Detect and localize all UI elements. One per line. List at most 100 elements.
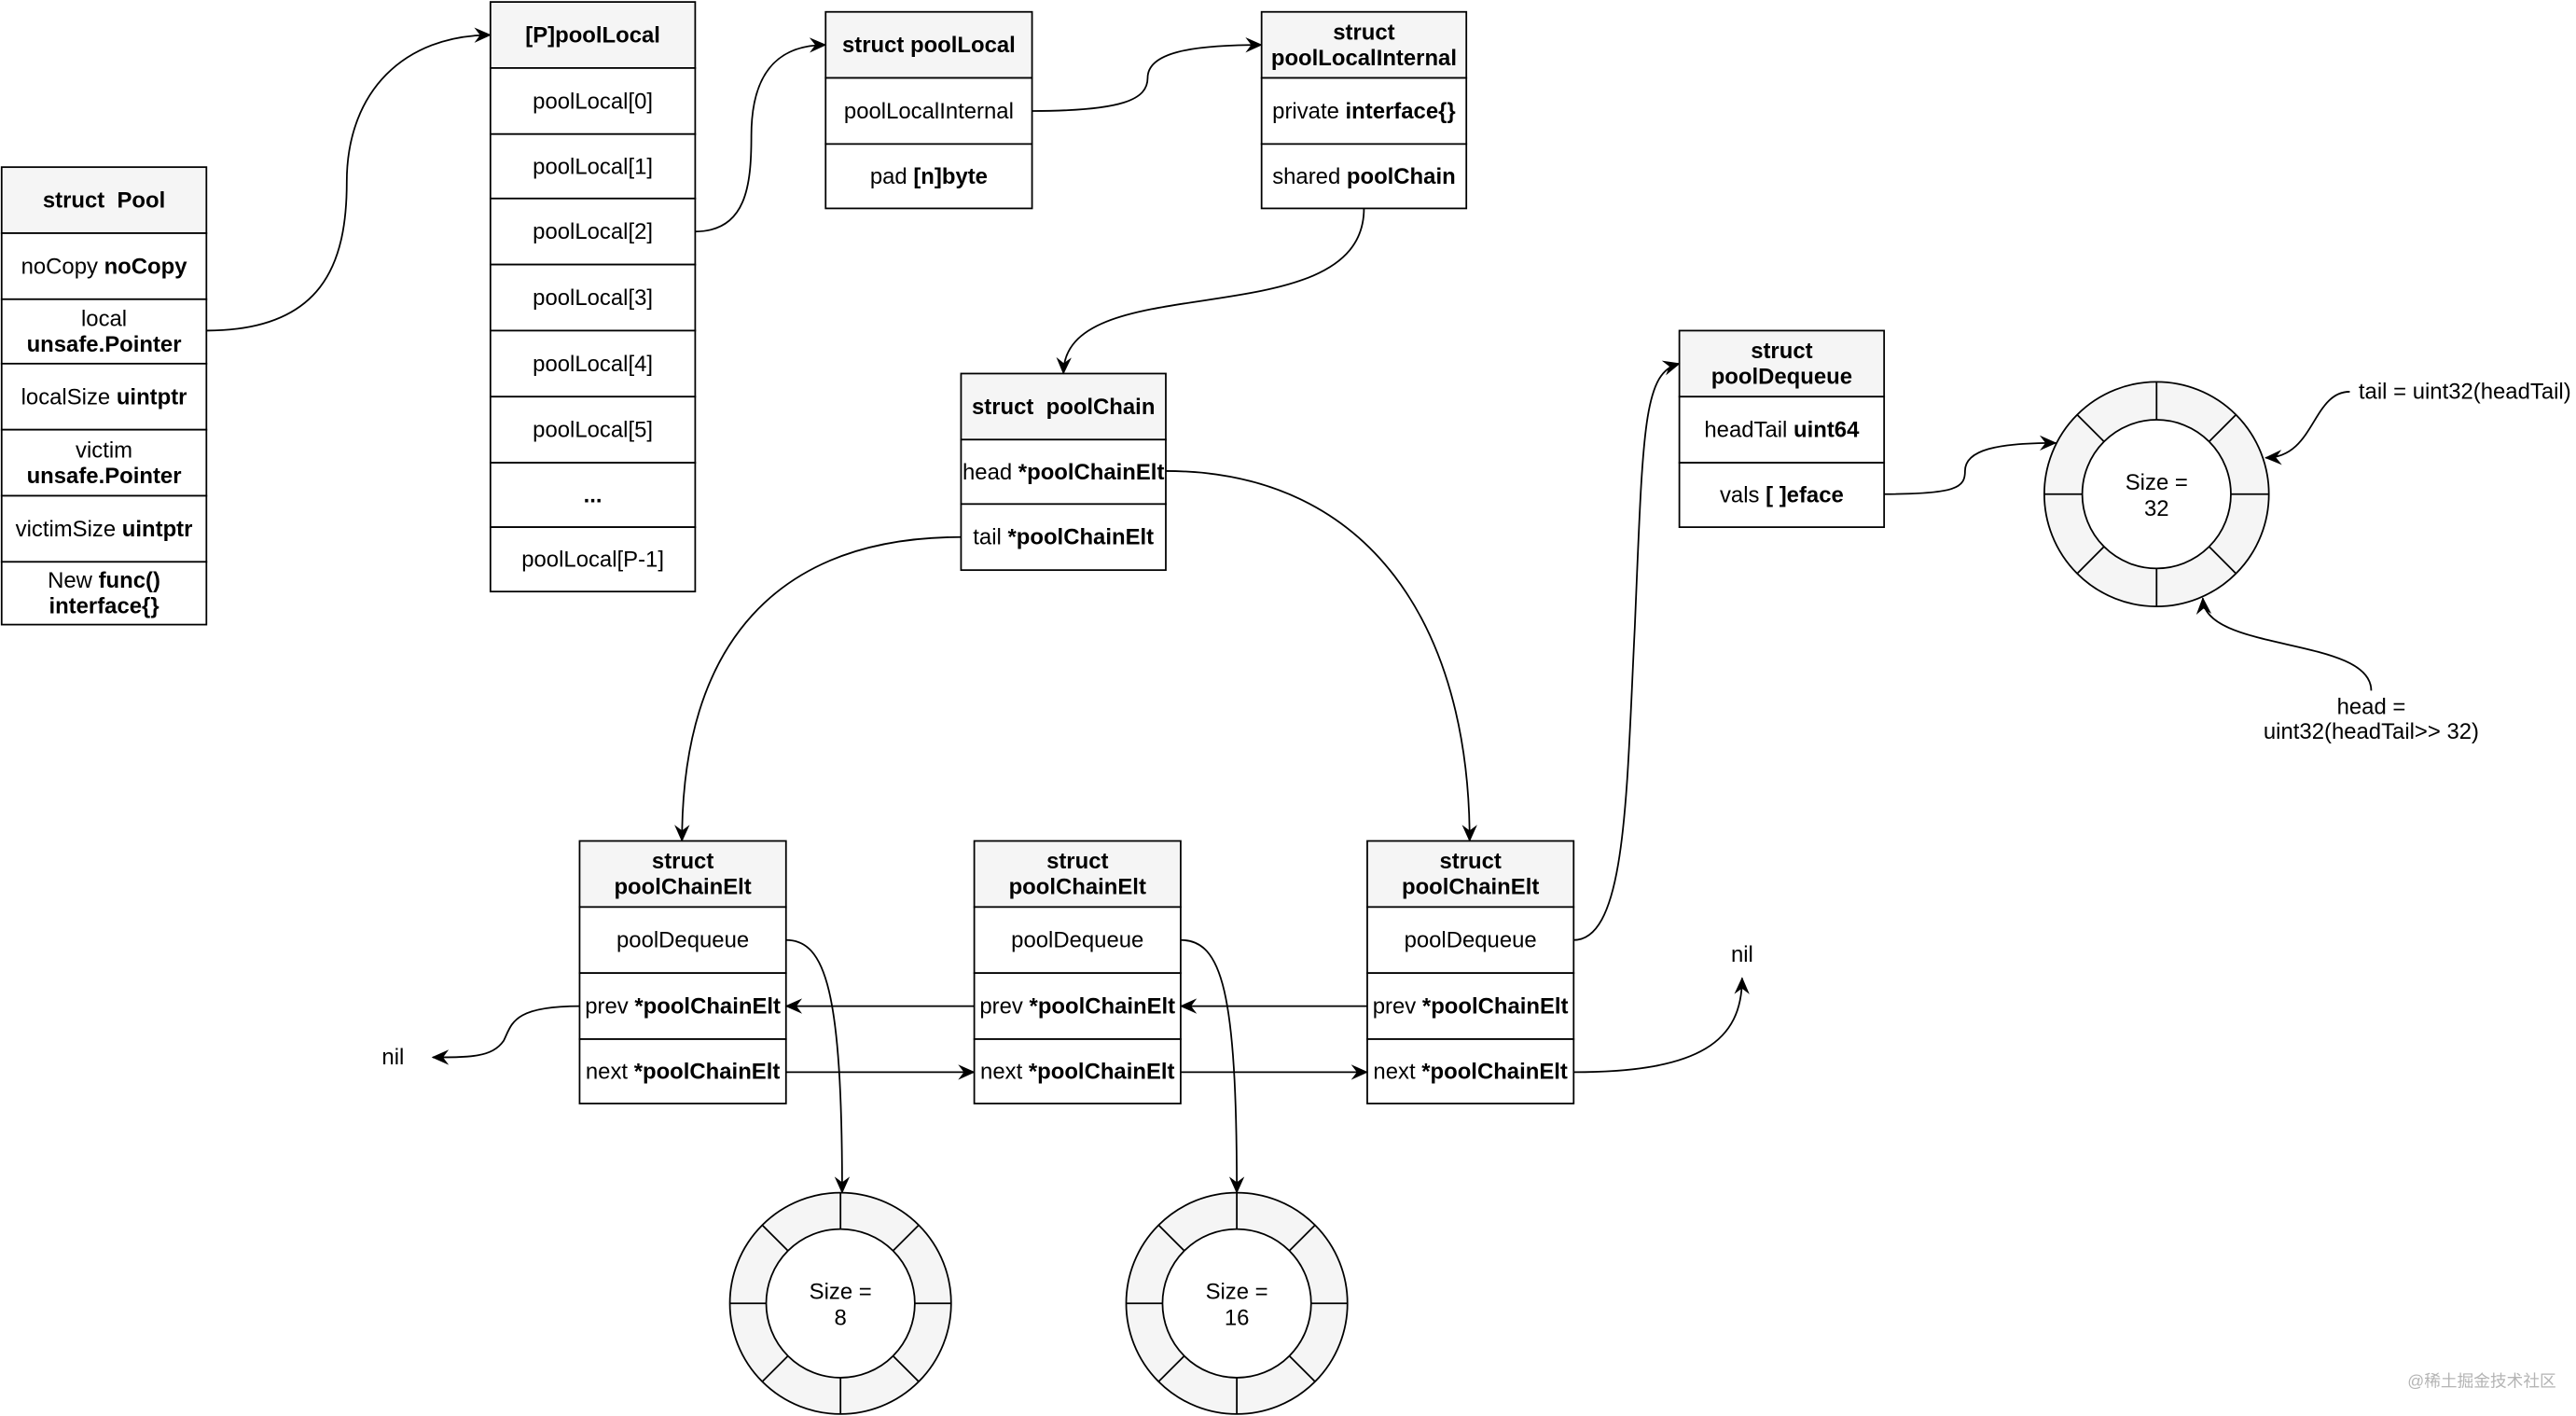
box-field-row	[1678, 462, 1886, 529]
field-label: unsafe.Pointer	[27, 332, 182, 357]
field-name: poolLocal[4]	[533, 351, 653, 376]
field-label: next *poolChainElt	[980, 1059, 1174, 1084]
field-label: poolDequeue	[1011, 927, 1143, 952]
field-name: poolLocal[2]	[533, 219, 653, 244]
field-label: poolLocal[5]	[533, 417, 653, 442]
field-name: victim	[76, 437, 132, 463]
box-title: struct	[1046, 849, 1108, 874]
box-header	[973, 840, 1182, 909]
arrowhead	[2264, 450, 2282, 465]
box-title: struct Pool	[43, 187, 165, 213]
watermark: @稀土掘金技术社区	[2407, 1371, 2555, 1390]
field-name: prev	[585, 993, 629, 1019]
box-field-row	[578, 972, 787, 1040]
field-name: New	[48, 568, 93, 593]
field-type: *poolChainElt	[1421, 1059, 1568, 1084]
arrowhead	[674, 825, 690, 842]
arrowhead	[1350, 1064, 1369, 1080]
field-type: *poolChainElt	[1029, 1059, 1175, 1084]
arrowhead	[2039, 435, 2057, 451]
field-type: struct Pool	[43, 187, 165, 213]
field-name: poolLocal[P-1]	[521, 547, 664, 572]
field-type: uintptr	[122, 516, 193, 541]
field-type: unsafe.Pointer	[27, 332, 182, 357]
arrowhead	[1245, 36, 1263, 53]
box-field-row	[0, 362, 208, 431]
field-label: interface{}	[48, 593, 159, 618]
field-name: victimSize	[16, 516, 117, 541]
box-field-row	[489, 526, 697, 593]
box-field-row	[1260, 143, 1468, 210]
field-type: poolLocalInternal	[1271, 45, 1457, 70]
arrow-tail-label-to-ring32	[2265, 391, 2350, 459]
field-label: victimSize uintptr	[16, 516, 193, 541]
field-name: head	[963, 459, 1012, 484]
field-name: poolDequeue	[616, 927, 749, 952]
field-type: *poolChainElt	[1030, 993, 1176, 1019]
field-label: prev *poolChainElt	[585, 993, 781, 1019]
field-type: struct	[652, 849, 713, 874]
field-label: New func()	[48, 568, 160, 593]
box-header	[1678, 329, 1886, 398]
box-header	[960, 372, 1167, 441]
arrow-shared-to-poolchain	[1062, 208, 1365, 374]
nil-label: nil	[1731, 942, 1753, 967]
nil-label: nil	[381, 1045, 404, 1070]
field-label: headTail uint64	[1704, 417, 1860, 442]
box-field-row	[489, 132, 697, 200]
field-label: poolLocal[3]	[533, 285, 653, 311]
arrowhead	[1056, 356, 1072, 375]
field-name: noCopy	[21, 254, 98, 279]
field-type: poolDequeue	[1711, 364, 1852, 389]
field-label: prev *poolChainElt	[979, 993, 1175, 1019]
field-type: func()	[99, 568, 160, 593]
arrow-tail-to-elt0	[681, 535, 962, 841]
ring-slot-divider	[2209, 546, 2237, 575]
field-type: poolChainElt	[1402, 874, 1539, 899]
ring-slot-divider	[2076, 546, 2105, 575]
field-type: struct	[1751, 339, 1812, 364]
arrow-plocal2-to-poollocal	[695, 44, 826, 233]
field-label: poolDequeue	[1405, 927, 1537, 952]
ring-slot-divider	[1157, 1224, 1185, 1252]
field-type: ...	[584, 482, 602, 507]
field-label: head *poolChainElt	[963, 459, 1164, 484]
box-field-row	[973, 1038, 1182, 1104]
field-type: [P]poolLocal	[525, 22, 660, 48]
field-label: poolLocal[4]	[533, 351, 653, 376]
box-field-row	[824, 76, 1033, 146]
arrowhead	[1228, 1176, 1245, 1194]
arrowhead	[1661, 360, 1681, 376]
arrow-poollocalinternal-field-to-struct	[1032, 44, 1262, 112]
box-title: struct	[1439, 849, 1501, 874]
arrowhead	[958, 1064, 976, 1080]
ring-size-value: 32	[2144, 496, 2169, 521]
tail-index-label: tail = uint32(headTail)	[2359, 379, 2571, 404]
box-title: struct	[1751, 339, 1812, 364]
field-type: struct poolLocal	[842, 33, 1016, 58]
field-label: ...	[584, 482, 602, 507]
box-field-row	[1260, 76, 1468, 146]
field-type: uintptr	[117, 384, 187, 410]
field-name: poolDequeue	[1405, 927, 1537, 952]
arrow-vals-to-ring32	[1884, 441, 2057, 495]
box-title: struct poolLocal	[842, 33, 1016, 58]
field-label: private interface{}	[1272, 98, 1456, 123]
field-type: *poolChainElt	[634, 993, 781, 1019]
field-name: next	[1373, 1059, 1416, 1084]
field-type: poolChain	[1347, 163, 1456, 188]
field-name: headTail	[1704, 417, 1787, 442]
ring-size-label: Size =	[1206, 1279, 1268, 1304]
field-type: *poolChainElt	[1018, 459, 1165, 484]
field-name: poolDequeue	[1011, 927, 1143, 952]
field-name: next	[586, 1059, 629, 1084]
box-field-row	[960, 503, 1167, 572]
arrowhead	[784, 998, 803, 1014]
field-label: tail *poolChainElt	[973, 524, 1154, 549]
field-type: struct poolChain	[972, 394, 1155, 419]
